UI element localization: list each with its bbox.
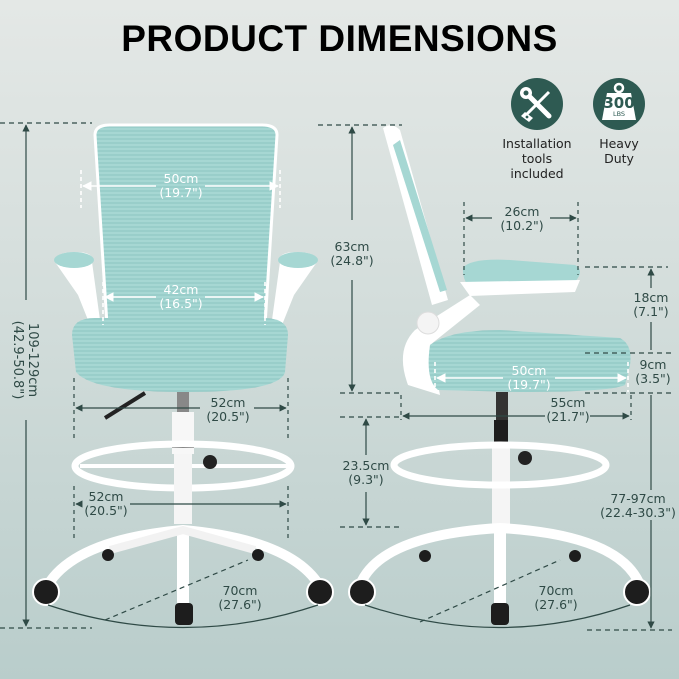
page-title: PRODUCT DIMENSIONS: [121, 18, 558, 59]
badge-label-line2: Duty: [604, 151, 634, 166]
side-seat-depth-lines: [434, 362, 629, 392]
seat-to-footrest-in: (9.3"): [348, 472, 384, 487]
overall-height-label: 109-129cm (42.9-50.8"): [10, 300, 40, 420]
seat-height-cm: 77-97cm: [610, 491, 666, 506]
seat-to-footrest-cm: 23.5cm: [342, 458, 390, 473]
installation-tools-badge: Installation tools included: [502, 78, 572, 181]
badge-label-line1: Installation: [502, 136, 572, 151]
badge-label-line2: tools included: [510, 151, 564, 181]
backrest-lower-width-cm: 42cm: [163, 282, 199, 297]
seat-width-cm: 52cm: [210, 395, 246, 410]
front-backrest-width-lines: [80, 170, 281, 325]
armrest-height-in: (7.1"): [633, 304, 669, 319]
backrest-lower-width-in: (16.5"): [159, 296, 203, 311]
armrest-height-cm: 18cm: [633, 290, 669, 305]
seat-depth-cm: 50cm: [511, 363, 547, 378]
side-chair-illustration: [348, 125, 651, 629]
armrest-height-label: 18cm (7.1"): [628, 291, 674, 319]
chair-depth-label: 55cm (21.7"): [540, 396, 596, 424]
backrest-height-in: (24.8"): [330, 253, 374, 268]
armrest-length-cm: 26cm: [504, 204, 540, 219]
backrest-top-width-label: 50cm (19.7"): [156, 172, 206, 200]
seat-width-in: (20.5"): [206, 409, 250, 424]
front-base-diameter-cm: 70cm: [222, 583, 258, 598]
wrench-screwdriver-icon: [511, 78, 563, 130]
seat-width-label: 52cm (20.5"): [200, 396, 256, 424]
seat-thickness-cm: 9cm: [639, 357, 667, 372]
backrest-height-cm: 63cm: [334, 239, 370, 254]
seat-thickness-in: (3.5"): [635, 371, 671, 386]
weight-icon: 300 LBS: [593, 78, 645, 130]
footrest-width-in: (20.5"): [84, 503, 128, 518]
side-base-diameter-in: (27.6"): [534, 597, 578, 612]
backrest-lower-width-label: 42cm (16.5"): [156, 283, 206, 311]
side-base-diameter-cm: 70cm: [538, 583, 574, 598]
side-base-diameter-label: 70cm (27.6"): [528, 584, 584, 612]
heavy-duty-badge: 300 LBS Heavy Duty: [584, 78, 654, 166]
seat-depth-label: 50cm (19.7"): [503, 364, 555, 392]
backrest-top-width-in: (19.7"): [159, 185, 203, 200]
weight-unit: LBS: [612, 110, 626, 118]
badge-label-line1: Heavy: [599, 136, 639, 151]
overall-height-cm: 109-129cm: [25, 322, 40, 398]
footrest-width-cm: 52cm: [88, 489, 124, 504]
armrest-length-in: (10.2"): [500, 218, 544, 233]
front-base-diameter-label: 70cm (27.6"): [212, 584, 268, 612]
armrest-length-label: 26cm (10.2"): [494, 205, 550, 233]
front-dimension-lines: [0, 122, 289, 629]
chair-depth-cm: 55cm: [550, 395, 586, 410]
backrest-height-label: 63cm (24.8"): [324, 240, 380, 268]
front-chair-illustration: [32, 123, 334, 629]
side-dimension-lines: [318, 124, 672, 631]
weight-value: 300: [603, 94, 635, 112]
seat-height-label: 77-97cm (22.4-30.3"): [596, 492, 679, 520]
seat-height-in: (22.4-30.3"): [600, 505, 676, 520]
footrest-width-label: 52cm (20.5"): [78, 490, 134, 518]
seat-thickness-label: 9cm (3.5"): [632, 358, 674, 386]
chair-depth-in: (21.7"): [546, 409, 590, 424]
seat-depth-in: (19.7"): [507, 377, 551, 392]
seat-to-footrest-label: 23.5cm (9.3"): [336, 459, 396, 487]
front-base-diameter-in: (27.6"): [218, 597, 262, 612]
backrest-top-width-cm: 50cm: [163, 171, 199, 186]
overall-height-in: (42.9-50.8"): [10, 320, 25, 400]
